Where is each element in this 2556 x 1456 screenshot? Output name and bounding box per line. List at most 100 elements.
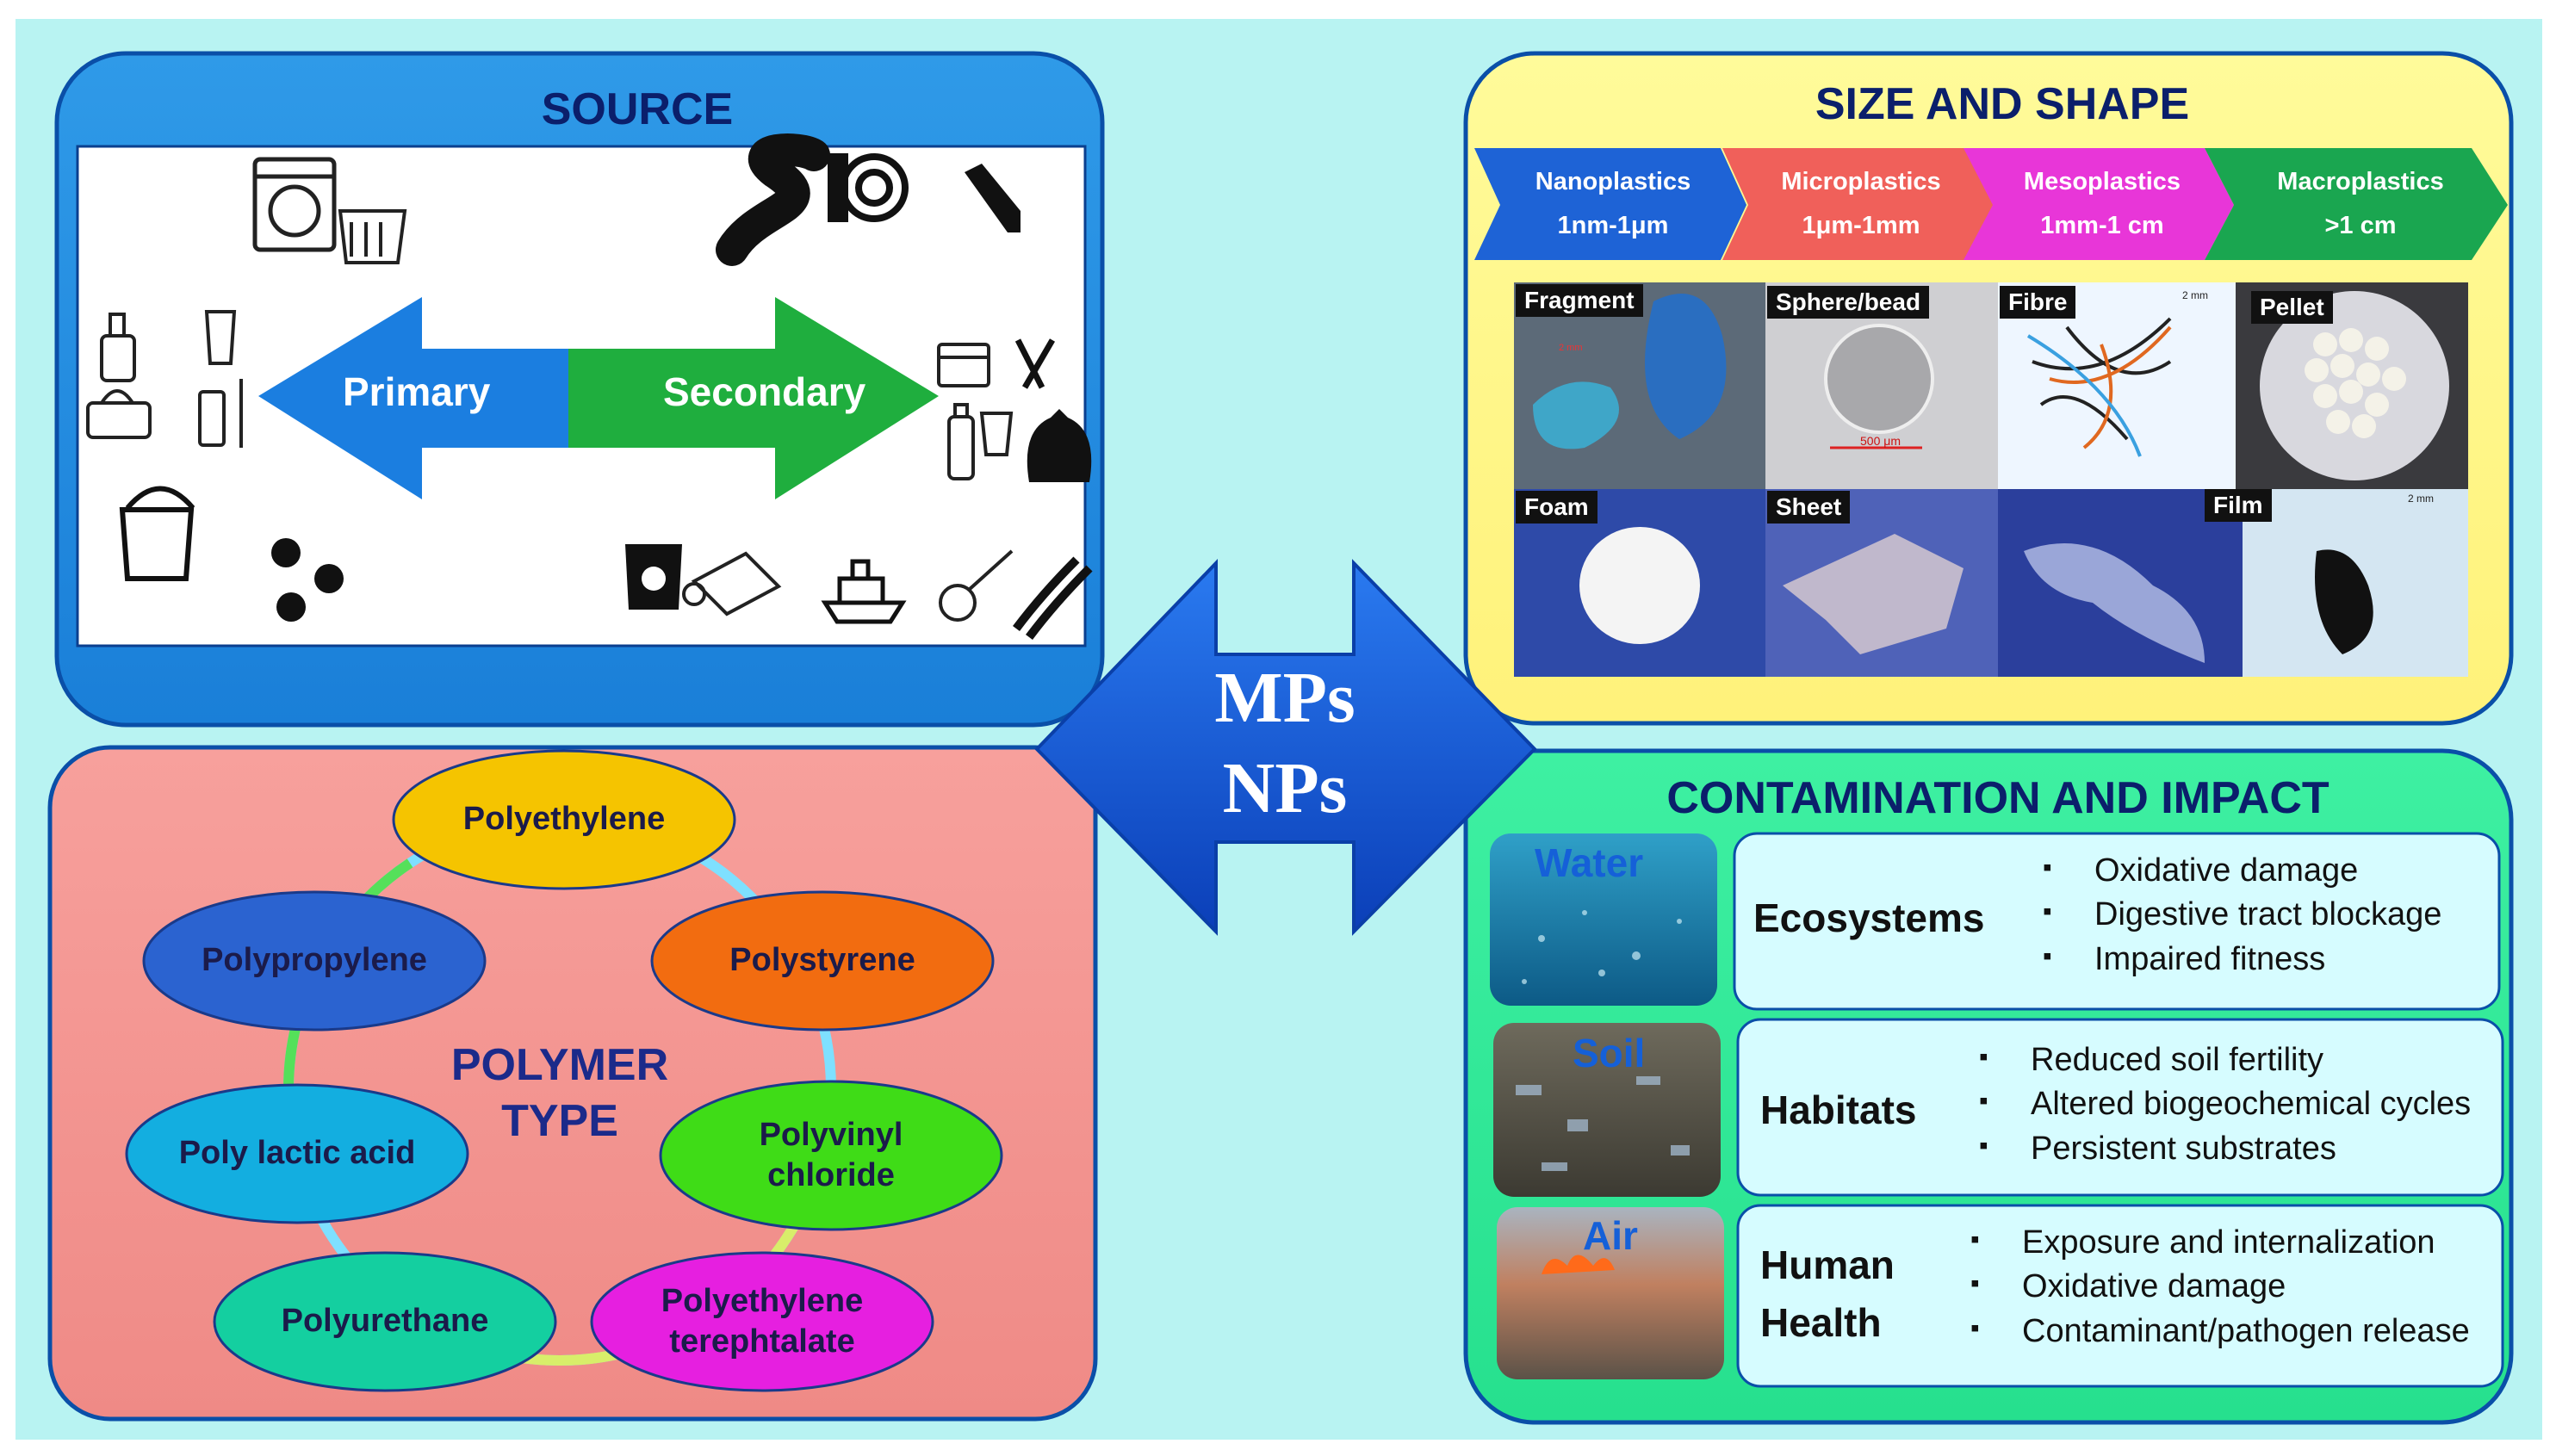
mesoplastics-chevron [1964,148,2234,260]
plastic-film-roll-icon [682,551,782,616]
polymer-type-title: POLYMER TYPE [413,1033,706,1154]
polyethylene-label: Polyethylene [462,801,666,838]
fragment-blue-piece-large [1645,294,1727,439]
center-line2: NPs [1222,748,1348,828]
tire-icon [828,153,909,222]
nanoplastics-name: Nanoplastics [1535,168,1691,196]
tube-icon [204,310,237,365]
impact-item: Oxidative damage [1970,1265,2470,1309]
source-title: SOURCE [541,84,734,134]
air-label: Air [1583,1213,1638,1258]
fibre-label: Fibre [2000,286,2076,319]
impact-item: Reduced soil fertility [1979,1038,2471,1082]
soap-bottle-icon [100,313,136,382]
film-label: Film [2205,489,2272,522]
center-line1: MPs [1214,658,1356,738]
washing-machine-icon [252,157,337,252]
mesoplastics-label: Mesoplastics 1mm-1 cm [1995,157,2210,251]
ellipse-polyethylene [392,749,736,890]
center-double-arrow [1034,559,1537,936]
garbage-bag-icon [1027,409,1092,482]
polyethylene-terephtalate-label: Polyethylene terephtalate [661,1282,864,1360]
macroplastics-name: Macroplastics [2277,168,2444,196]
fibre-strands-blue [2026,334,2142,457]
cup-icon [979,412,1014,456]
microplastics-chevron [1722,148,1995,260]
human-health-impacts: Exposure and internalization Oxidative d… [1970,1221,2470,1354]
polystyrene-label: Polystyrene [729,942,915,979]
polyvinyl-chloride-label: Polyvinyl chloride [759,1116,903,1194]
fragment-scale-label: 2 mm [1559,343,1583,353]
impact-item: Persistent substrates [1979,1127,2471,1171]
polymer-title-line2: TYPE [501,1096,618,1146]
water-image [1490,833,1717,1006]
poly-lactic-acid-label: Poly lactic acid [178,1135,416,1172]
human-health-line1: Human [1760,1242,1895,1287]
sphere-bead-label: Sphere/bead [1767,286,1930,319]
bottle-icon [947,403,975,480]
microplastics-label: Microplastics 1μm-1mm [1753,157,1969,251]
ellipse-polystyrene [650,890,995,1032]
fishing-net-icon [939,549,1014,622]
ellipse-polyethylene-terephtalate [590,1251,934,1392]
microplastics-name: Microplastics [1781,168,1941,196]
shape-photo-grid [1514,282,2468,677]
primary-arrow [258,297,629,499]
rope-icon [1013,556,1093,641]
secondary-label: Secondary [663,369,866,414]
paint-bucket-icon [119,486,195,581]
microplastics-range: 1μm-1mm [1802,212,1920,239]
soil-label: Soil [1573,1031,1646,1075]
ship-icon [821,559,907,624]
human-health-line2: Health [1760,1299,1882,1345]
mesoplastics-name: Mesoplastics [2023,168,2181,196]
polyurethane-label: Polyurethane [281,1303,489,1340]
ecosystems-label: Ecosystems [1753,895,1985,940]
air-image [1497,1207,1724,1379]
laundry-basket-icon [338,209,407,264]
size-shape-title: SIZE AND SHAPE [1815,79,2190,129]
impact-item: Oxidative damage [2043,849,2441,893]
sheet-label: Sheet [1767,491,1851,524]
macroplastics-chevron [2205,148,2508,260]
ellipse-polyurethane [213,1251,557,1392]
air-fire [1542,1255,1615,1274]
water-particles [1522,910,1682,984]
primary-label: Primary [343,369,491,414]
sheet-piece [1783,534,1964,654]
secondary-arrow [568,297,939,499]
macroplastics-label: Macroplastics >1 cm [2244,157,2477,251]
wet-wipes-icon [86,389,152,439]
film-scale-label: 2 mm [2408,493,2434,505]
soil-image [1493,1023,1721,1197]
impact-item: Exposure and internalization [1970,1221,2470,1265]
soil-debris [1516,1076,1690,1171]
ecosystems-impacts: Oxidative damage Digestive tract blockag… [2043,849,2441,982]
nanoplastics-range: 1nm-1μm [1557,212,1669,239]
polymer-cycle-ring-yellow [283,813,836,1366]
water-label: Water [1535,840,1644,885]
macroplastics-range: >1 cm [2324,212,2397,239]
fragment-blue-piece-small [1533,381,1619,449]
ellipse-polyvinyl-chloride [659,1080,1003,1231]
impact-item: Altered biogeochemical cycles [1979,1082,2471,1126]
human-health-label: Human Health [1760,1236,1895,1351]
food-container-icon [937,343,990,387]
film-dark-piece [2315,549,2373,654]
pellet-cluster [2305,328,2406,438]
beads-icon [271,538,344,622]
ellipse-poly-lactic-acid [125,1083,469,1224]
pellet-label: Pellet [2251,291,2333,324]
fragment-label: Fragment [1516,284,1643,317]
foam-label: Foam [1516,491,1598,524]
ellipse-polypropylene [142,890,487,1032]
impact-item: Contaminant/pathogen release [1970,1310,2470,1354]
toothbrush-icon [198,379,243,448]
impact-item: Digestive tract blockage [2043,893,2441,937]
impact-item: Impaired fitness [2043,938,2441,982]
habitats-impacts: Reduced soil fertility Altered biogeoche… [1979,1038,2471,1171]
sphere-bead [1824,324,1934,434]
fibre-scale-label: 2 mm [2182,289,2208,301]
polymer-title-line1: POLYMER [450,1040,669,1090]
